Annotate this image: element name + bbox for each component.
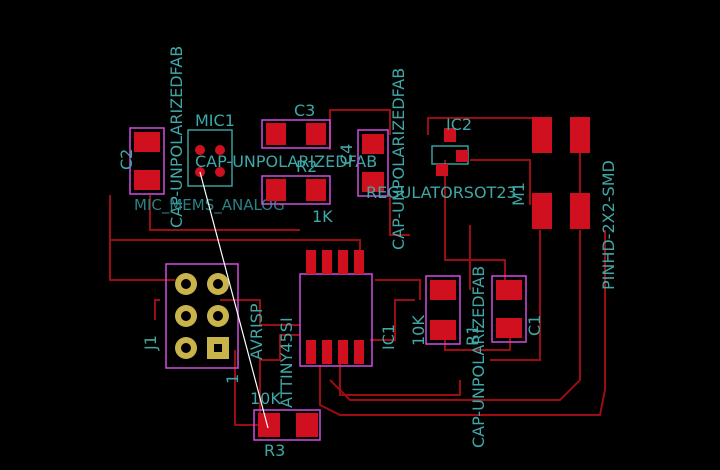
r3-name: R3 bbox=[264, 441, 285, 460]
ratsnest-line bbox=[199, 171, 269, 429]
c1-name: C1 bbox=[525, 315, 544, 336]
r3-value: 10K bbox=[250, 389, 281, 408]
ic1-name: IC1 bbox=[379, 324, 398, 350]
r1-name: R1 bbox=[463, 325, 482, 346]
ic2-value: REGULATORSOT23 bbox=[366, 183, 517, 202]
c3-name: C3 bbox=[294, 101, 315, 120]
component-r1[interactable]: 10K R1 bbox=[409, 275, 482, 346]
m1-name: M1 bbox=[509, 182, 528, 206]
c4-name: C4 bbox=[337, 144, 356, 165]
mic1-name: MIC1 bbox=[195, 111, 235, 130]
r1-value: 10K bbox=[409, 315, 428, 346]
ic2-name: IC2 bbox=[446, 115, 472, 134]
ic1-value: ATTINY45SI bbox=[277, 317, 296, 408]
c2-value: CAP-UNPOLARIZEDFAB bbox=[167, 46, 186, 228]
r2-name: R2 bbox=[296, 157, 317, 176]
component-c4[interactable]: C4 CAP-UNPOLARIZEDFAB bbox=[337, 68, 408, 250]
component-j1[interactable]: J1 AVRISP 1 bbox=[141, 263, 266, 384]
c2-name: C2 bbox=[117, 149, 136, 170]
component-ic2[interactable]: IC2 REGULATORSOT23 bbox=[366, 115, 517, 202]
m1-value: PINHD-2X2-SMD bbox=[599, 160, 618, 290]
c1-value: CAP-UNPOLARIZEDFAB bbox=[469, 266, 488, 448]
j1-name: J1 bbox=[141, 335, 160, 351]
c4-value: CAP-UNPOLARIZEDFAB bbox=[389, 68, 408, 250]
component-c1[interactable]: C1 CAP-UNPOLARIZEDFAB bbox=[469, 266, 544, 448]
r2-value: 1K bbox=[312, 207, 333, 226]
j1-value: AVRISP bbox=[247, 303, 266, 360]
component-c3[interactable]: C3 bbox=[261, 101, 331, 149]
component-c2[interactable]: C2 CAP-UNPOLARIZEDFAB bbox=[117, 46, 186, 228]
j1-pin1-marker: 1 bbox=[223, 374, 242, 384]
copper-traces bbox=[109, 109, 606, 426]
component-ic1[interactable]: IC1 ATTINY45SI bbox=[277, 250, 398, 408]
component-r2[interactable]: R2 1K bbox=[261, 157, 333, 226]
component-m1[interactable]: M1 PINHD-2X2-SMD bbox=[509, 117, 618, 290]
component-r3[interactable]: 10K R3 bbox=[250, 389, 321, 460]
c3-value: CAP-UNPOLARIZEDFAB bbox=[195, 152, 377, 171]
